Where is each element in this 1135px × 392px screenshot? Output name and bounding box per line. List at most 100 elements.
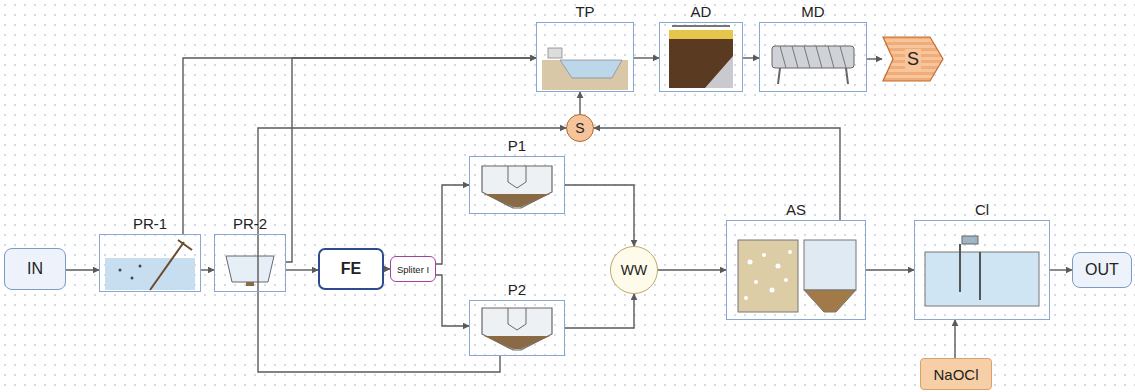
picture-frame <box>759 22 867 92</box>
flow-connector <box>436 185 469 264</box>
unit-label: PR-1 <box>99 214 201 234</box>
screen-unit: PR-1 <box>99 214 201 292</box>
node-label: FE <box>341 260 361 278</box>
flow-connector <box>867 58 882 59</box>
bubble <box>788 250 792 254</box>
water <box>105 258 195 290</box>
sludge-junction: S <box>566 114 594 142</box>
splitter-box: Spliter I <box>390 256 436 282</box>
thickener-illustration <box>542 48 628 90</box>
rake <box>150 242 184 290</box>
picture-frame <box>914 220 1050 320</box>
flow-connector <box>658 269 726 270</box>
ground <box>542 60 628 90</box>
flag-outline <box>883 37 943 81</box>
hopper <box>246 282 254 286</box>
screw-flight <box>780 46 786 68</box>
rake-arm <box>178 240 192 250</box>
flow-connector <box>66 269 99 270</box>
picture-frame <box>659 22 743 92</box>
bubble <box>754 280 758 284</box>
settling-tank <box>804 240 856 290</box>
activated-sludge-unit: AS <box>726 200 866 320</box>
press-unit: MD <box>759 2 867 92</box>
chlorination-unit: Cl <box>914 200 1050 320</box>
inlet <box>548 48 562 58</box>
tank <box>226 256 274 282</box>
chlorination-illustration <box>925 236 1039 306</box>
picture-frame <box>469 300 565 356</box>
bubble <box>748 260 753 265</box>
roof <box>672 25 730 27</box>
picture-frame <box>214 234 286 292</box>
digester-illustration <box>669 26 733 88</box>
flow-connector <box>183 58 536 234</box>
center-well <box>508 166 526 188</box>
unit-label: PR-2 <box>214 214 286 234</box>
thickener-unit: TP <box>536 2 634 92</box>
unit-label: TP <box>536 2 634 22</box>
press-drum <box>772 46 854 68</box>
aeration-tank <box>738 240 798 312</box>
screw-flight <box>792 46 798 68</box>
unit-label: P1 <box>469 136 565 156</box>
node-label: S <box>575 120 584 136</box>
press-illustration <box>772 46 854 84</box>
flow-connector <box>286 58 536 262</box>
contact-tank <box>925 252 1039 306</box>
flag-outline <box>883 37 943 81</box>
screw-flight <box>840 46 846 68</box>
activated-sludge-illustration <box>738 240 856 312</box>
unit-label: AS <box>726 200 866 220</box>
unit-label: Cl <box>914 200 1050 220</box>
flow-connector <box>258 128 566 372</box>
node-label: OUT <box>1085 261 1119 279</box>
debris <box>131 277 134 280</box>
screw-flight <box>828 46 834 68</box>
clarifier-tank <box>482 308 552 350</box>
gas-layer <box>669 30 733 39</box>
debris <box>119 269 122 272</box>
digester-unit: AD <box>659 2 743 92</box>
unit-label: AD <box>659 2 743 22</box>
flow-connector <box>866 269 914 270</box>
bubble <box>744 296 748 300</box>
node-label: NaOCl <box>933 366 978 383</box>
unit-label: MD <box>759 2 867 22</box>
sludge-output: S <box>882 36 944 82</box>
bubble <box>776 264 781 269</box>
node-label: IN <box>27 260 43 278</box>
bubble <box>770 288 775 293</box>
bubble <box>784 278 788 282</box>
digester-cutaway <box>705 56 733 88</box>
press-leg <box>778 68 780 84</box>
clarifier-unit: P2 <box>469 280 565 356</box>
picture-frame <box>469 156 565 214</box>
center-well <box>508 308 526 330</box>
mixer <box>962 236 978 244</box>
baffle <box>959 244 961 292</box>
flow-connector <box>634 57 659 58</box>
chemical-dose: NaOCl <box>920 358 992 390</box>
screen-illustration <box>105 240 195 290</box>
node-label: S <box>905 49 921 70</box>
flow-connector <box>565 294 634 328</box>
sludge <box>484 194 550 207</box>
clarifier-tank <box>482 166 552 208</box>
clarifier-illustration <box>482 166 552 208</box>
digester-body <box>669 30 733 88</box>
press-leg <box>846 68 848 84</box>
flow-connector <box>579 92 580 114</box>
unit-label: P2 <box>469 280 565 300</box>
debris <box>139 265 142 268</box>
picture-frame <box>99 234 201 292</box>
screw-flight <box>816 46 822 68</box>
flow-connector <box>954 320 955 358</box>
output-terminal: OUT <box>1072 252 1132 288</box>
node-label: Spliter I <box>397 264 429 275</box>
grit-tank-illustration <box>226 256 274 286</box>
picture-frame <box>536 22 634 92</box>
flow-connector <box>436 275 469 326</box>
